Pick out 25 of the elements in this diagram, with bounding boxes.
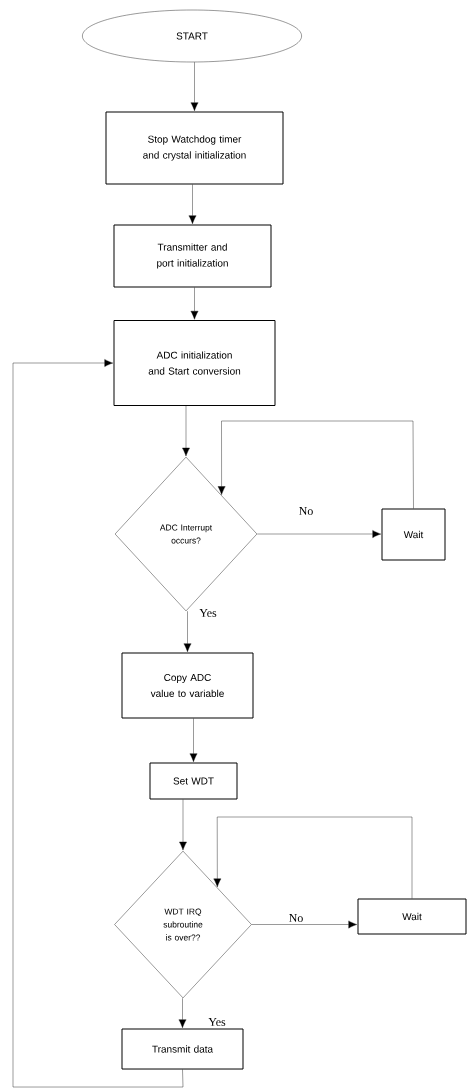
arrow (178, 998, 187, 1028)
edge-label: Yes (208, 1018, 226, 1026)
process-box: ADC initialization and Start conversion (113, 320, 276, 406)
edge-label: No (289, 914, 303, 922)
process-box: Wait (357, 898, 467, 935)
process-box: Copy ADC value to variable (121, 652, 254, 719)
arrow (188, 184, 197, 224)
arrow (12, 359, 184, 1088)
process-box: Set WDT (149, 762, 238, 800)
arrow (251, 920, 357, 929)
process-box: Transmit data (121, 1028, 244, 1070)
edge-label: Yes (199, 609, 217, 617)
edge-label: No (299, 507, 313, 515)
arrow (257, 530, 381, 538)
process-box: Transmitter and port initialization (113, 224, 272, 288)
arrow (217, 420, 414, 509)
process-box: Wait (381, 508, 446, 561)
arrow (189, 718, 198, 762)
process-box: Stop Watchdog timer and crystal initialization (105, 111, 284, 185)
arrow (213, 816, 413, 899)
arrow (190, 287, 199, 320)
arrow (179, 799, 187, 851)
arrow (183, 611, 192, 652)
arrow (190, 62, 199, 111)
arrow (182, 405, 190, 457)
